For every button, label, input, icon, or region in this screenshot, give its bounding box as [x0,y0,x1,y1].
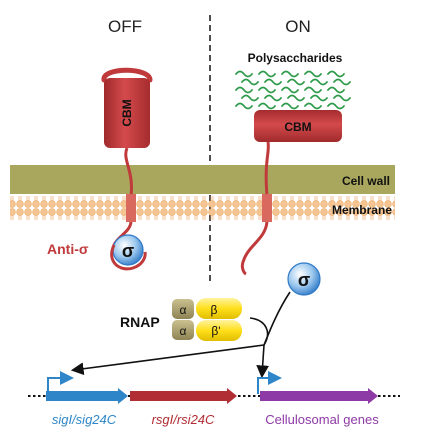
sigma-free-label: σ [298,270,310,290]
promoter-2-icon [257,371,282,394]
polysaccharide-chain [304,70,322,78]
polysaccharide-chain [310,78,328,86]
rnap-alpha-top [172,299,194,319]
anti-sigma-on-linker [264,141,270,197]
sigma-bound-label: σ [122,241,134,261]
polysaccharide-chain [327,86,345,94]
sigma-free-icon [287,262,321,296]
polysaccharide-chain [241,94,259,102]
gene-cellulosomal-arrow [260,388,378,404]
polysaccharide-chain [281,86,299,94]
polysaccharide-chain [264,94,282,102]
gene-rsgI-label: rsgI/rsi24C [152,412,215,427]
gene-cellulosomal-label: Cellulosomal genes [265,412,379,427]
membrane-band [10,196,395,222]
polysaccharide-chain [241,78,259,86]
polysaccharide-chain [281,102,299,110]
cell-wall-band [10,165,395,194]
polysaccharide-chain [287,78,305,86]
arrow-to-sigI-operon [70,344,265,376]
gene-sigI-arrow [46,388,128,404]
polysaccharide-chain [287,94,305,102]
promoter-1-icon [47,371,74,394]
anti-sigma-off-transmembrane [126,194,136,222]
polysaccharide-chain [327,102,345,110]
polysaccharide-chain [258,86,276,94]
rnap-alpha-bottom [172,320,194,340]
gene-sigI-label: sigI/sig24C [52,412,117,427]
on-state-label: ON [285,17,311,36]
anti-sigma-off-hook [110,244,147,271]
polysaccharide-chain [264,78,282,86]
anti-sigma-on-transmembrane [262,194,272,222]
cbm-off-label: CBM [120,99,134,126]
polysaccharide-chain [258,102,276,110]
off-state-label: OFF [108,17,142,36]
anti-sigma-label: Anti-σ [47,241,89,257]
cbm-on-label: CBM [284,120,311,134]
rnap-alpha-top-label: α [180,303,187,317]
anti-sigma-on-tail [240,221,269,276]
rnap-beta-label: β [211,303,218,317]
polysaccharide-chain [333,94,351,102]
cbm-on-body [254,110,342,142]
rnap-beta-prime-label: β' [211,324,220,338]
polysaccharide-chain [304,102,322,110]
anti-sigma-off-linker [124,147,133,197]
polysaccharides-label: Polysaccharides [248,51,343,65]
rnap-alpha-bottom-label: α [180,324,187,338]
polysaccharide-chain [281,70,299,78]
cell-wall-label: Cell wall [342,174,390,188]
cbm-off-cap [101,67,153,83]
rnap-beta [196,298,242,319]
rnap-label: RNAP [120,314,160,330]
polysaccharide-chain [235,86,253,94]
polysaccharide-chain [258,70,276,78]
polysaccharide-chain [333,78,351,86]
polysaccharide-chain [304,86,322,94]
rnap-beta-prime [196,320,242,341]
arrow-to-cellulosomal-genes [256,344,270,379]
polysaccharide-chain [235,102,253,110]
polysaccharide-chain [327,70,345,78]
gene-rsgI-arrow [130,388,237,404]
polysaccharide-chains [235,70,351,110]
membrane-label: Membrane [332,203,392,217]
sigma-binding-curve [263,291,291,346]
cbm-off-body [104,78,150,148]
polysaccharide-chain [235,70,253,78]
polysaccharide-chain [310,94,328,102]
